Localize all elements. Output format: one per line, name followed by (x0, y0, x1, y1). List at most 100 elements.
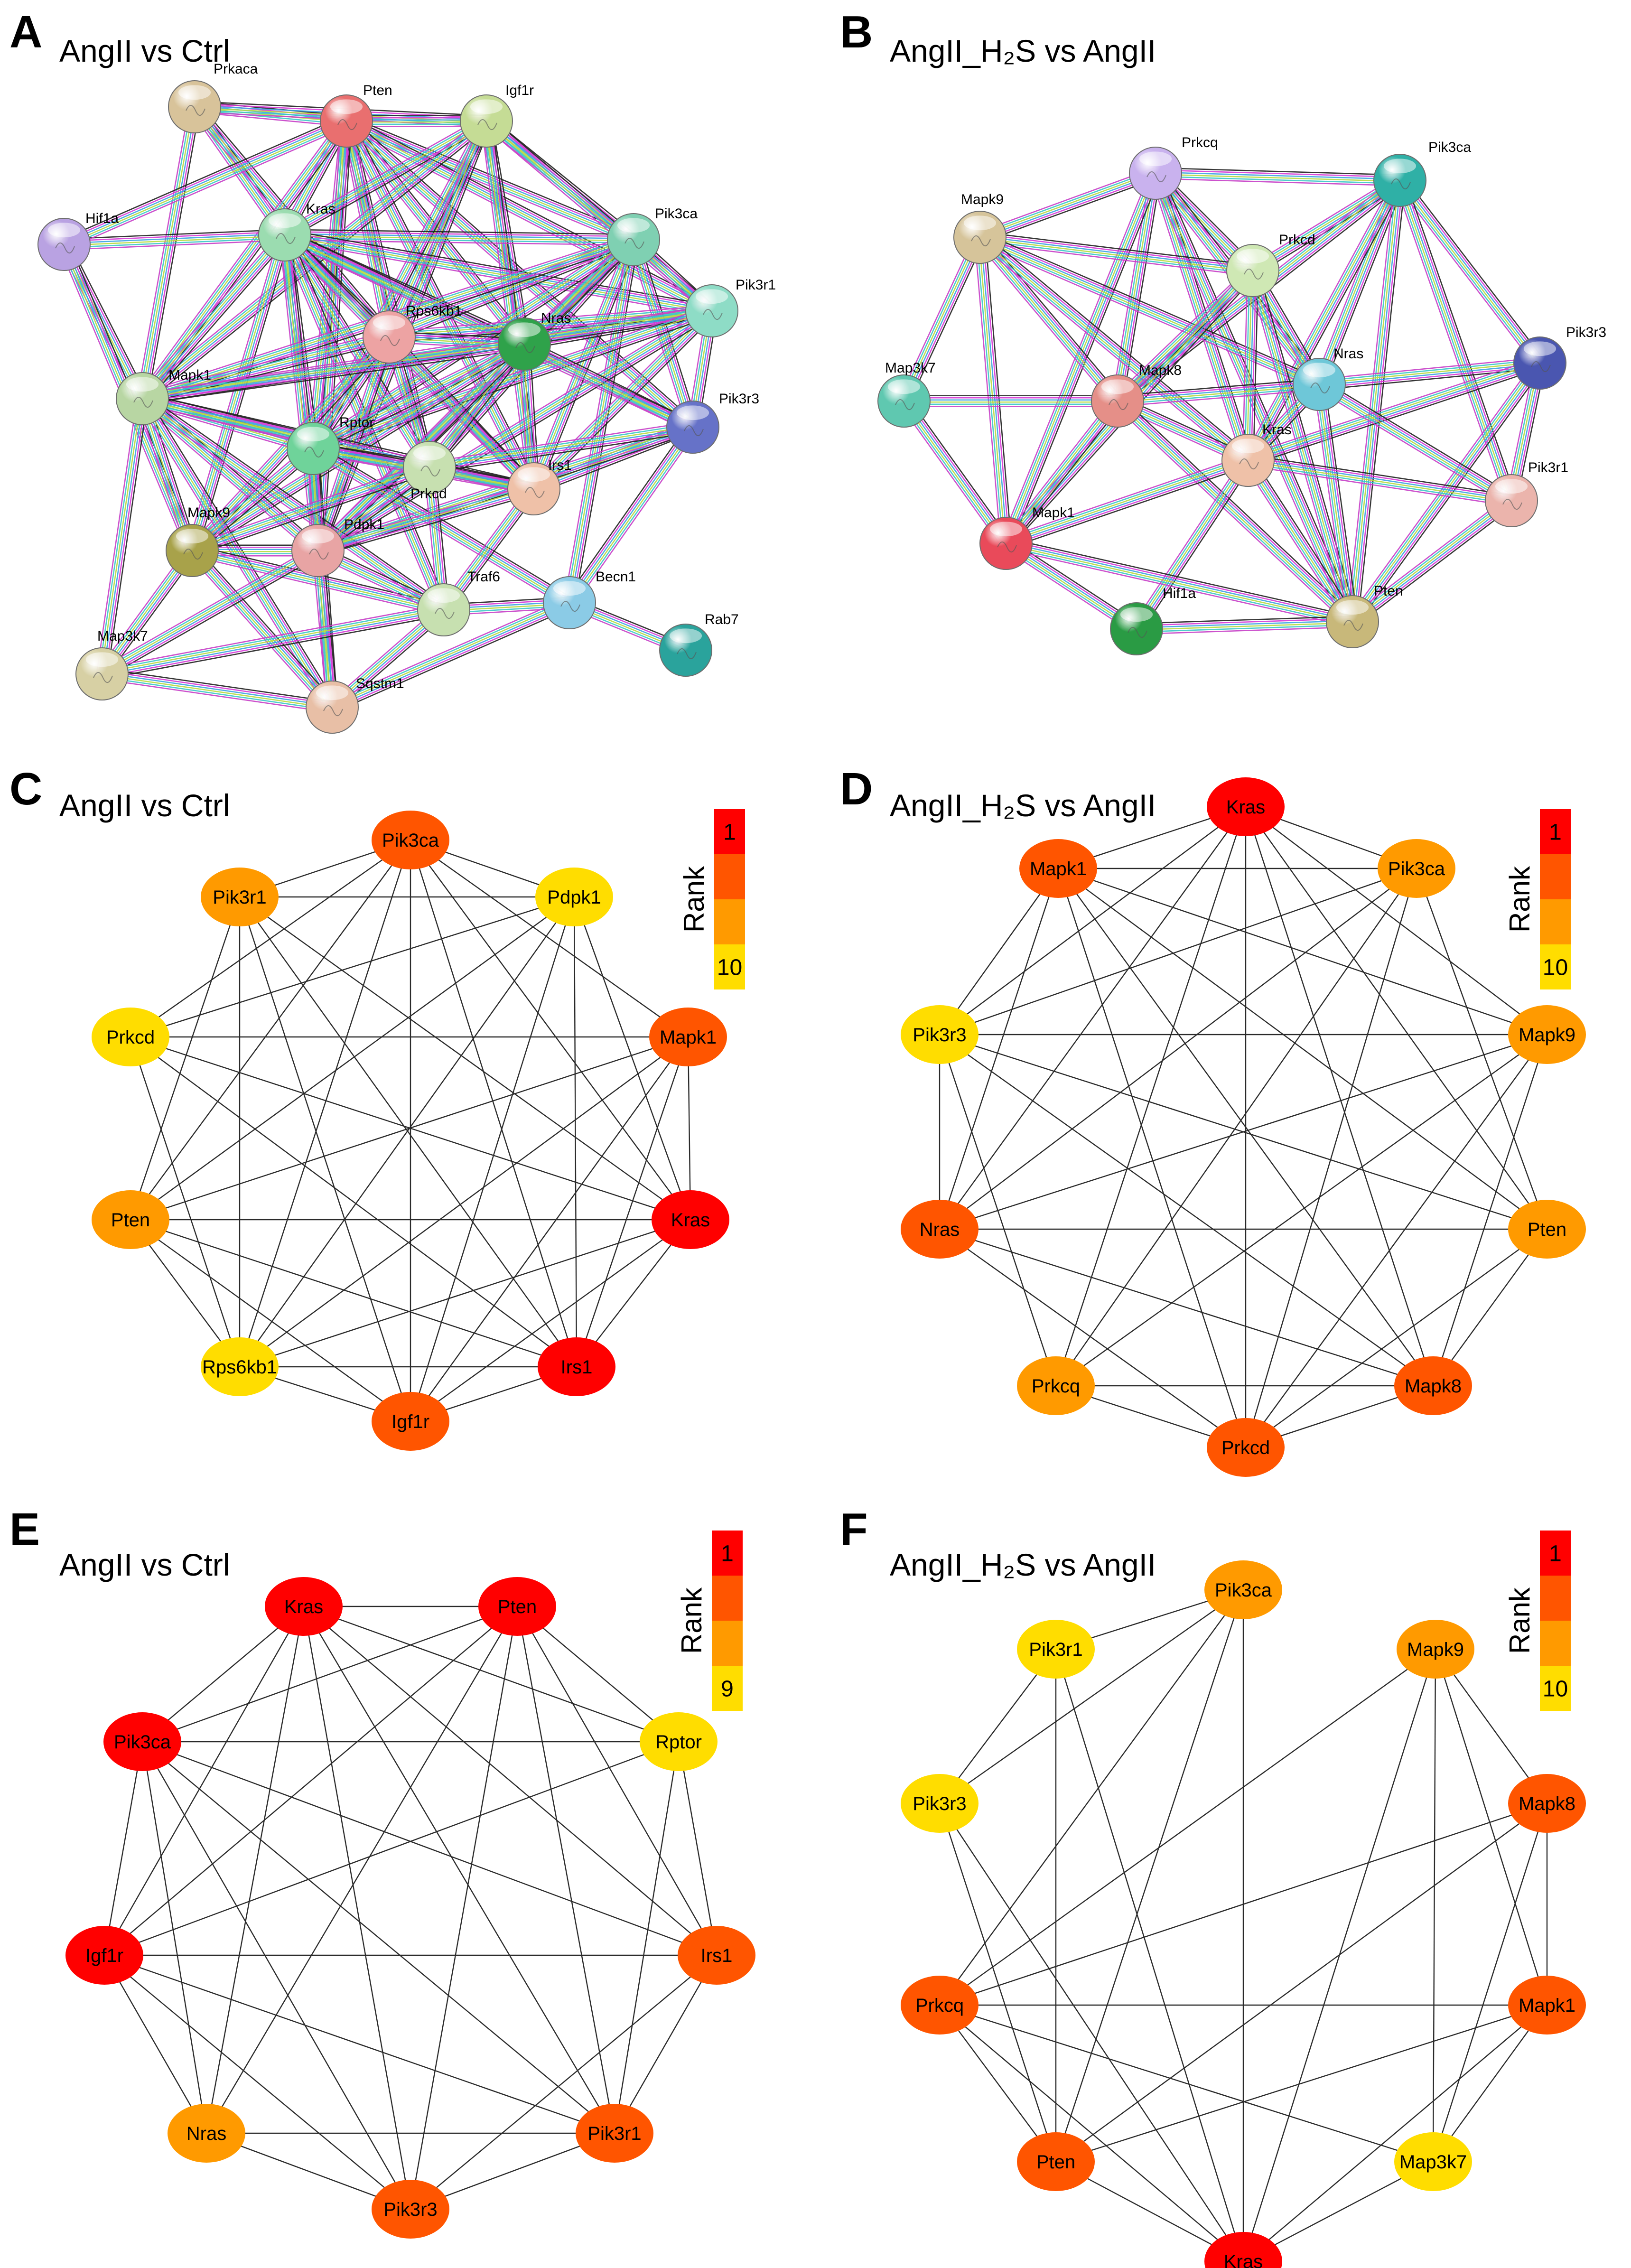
node-pik3ca[interactable]: Pik3ca (1204, 1560, 1282, 1619)
rank-swatch (714, 944, 745, 989)
node-map3k7[interactable]: Map3k7 (877, 360, 936, 428)
node-prkcd[interactable]: Prkcd (1207, 1418, 1285, 1477)
node-nras[interactable]: Nras (168, 2104, 245, 2163)
node-pik3r1[interactable]: Pik3r1 (576, 2104, 653, 2163)
node-rps6kb1[interactable]: Rps6kb1 (201, 1337, 279, 1396)
node-mapk9[interactable]: Mapk9 (953, 192, 1007, 264)
node-mapk9[interactable]: Mapk9 (1508, 1005, 1586, 1064)
node-label: Pik3r3 (383, 2199, 437, 2220)
node-pten[interactable]: Pten (320, 83, 392, 148)
node-kras[interactable]: Kras (1204, 2232, 1282, 2268)
node-mapk1[interactable]: Mapk1 (1508, 1976, 1586, 2035)
edge-pik3ca-prkcd (1245, 868, 1417, 1448)
node-pik3r1[interactable]: Pik3r1 (685, 277, 776, 337)
node-irs1[interactable]: Irs1 (507, 457, 572, 515)
node-pik3r3[interactable]: Pik3r3 (372, 2180, 449, 2239)
node-kras[interactable]: Kras (652, 1190, 729, 1249)
node-sqstm1[interactable]: Sqstm1 (306, 676, 404, 734)
node-mapk1[interactable]: Mapk1 (1019, 839, 1097, 898)
edge-pten-pik3r3 (410, 1606, 518, 2210)
rank-title: Rank (678, 866, 710, 933)
node-nras[interactable]: Nras (498, 310, 571, 371)
node-hif1a[interactable]: Hif1a (37, 211, 119, 271)
node-prkaca[interactable]: Prkaca (168, 61, 258, 133)
edge-pik3ca-pik3r1 (1394, 178, 1517, 503)
node-pten[interactable]: Pten (1508, 1200, 1586, 1259)
node-pik3ca[interactable]: Pik3ca (103, 1712, 181, 1771)
node-rab7[interactable]: Rab7 (659, 612, 739, 677)
node-rptor[interactable]: Rptor (640, 1712, 718, 1771)
rank-swatch (1540, 899, 1571, 944)
node-becn1[interactable]: Becn1 (543, 569, 636, 629)
edge-mapk8-pten (1113, 396, 1357, 626)
node-pdpk1[interactable]: Pdpk1 (291, 517, 384, 577)
node-nras[interactable]: Nras (1293, 346, 1363, 411)
node-rptor[interactable]: Rptor (287, 415, 374, 475)
node-mapk1[interactable]: Mapk1 (979, 505, 1075, 570)
rank-title: Rank (1504, 1587, 1536, 1654)
panel-title-b: AngII_H₂S vs AngII (890, 33, 1156, 68)
node-map3k7[interactable]: Map3k7 (75, 628, 148, 700)
node-pik3r3[interactable]: Pik3r3 (901, 1774, 979, 1833)
node-rps6kb1[interactable]: Rps6kb1 (363, 303, 462, 364)
node-pik3ca[interactable]: Pik3ca (372, 811, 449, 869)
edge-pik3r1-kras (1055, 1649, 1244, 2262)
node-mapk1[interactable]: Mapk1 (116, 367, 211, 425)
node-igf1r[interactable]: Igf1r (460, 83, 534, 148)
node-pik3r1[interactable]: Pik3r1 (201, 868, 279, 926)
node-kras[interactable]: Kras (265, 1577, 343, 1636)
node-mapk9[interactable]: Mapk9 (166, 505, 230, 577)
node-label: Pik3r1 (213, 887, 266, 908)
node-kras[interactable]: Kras (258, 201, 336, 261)
node-pik3r3[interactable]: Pik3r3 (901, 1005, 979, 1064)
edge-mapk9-nras (939, 1034, 1547, 1230)
node-pik3r3[interactable]: Pik3r3 (666, 391, 759, 454)
node-map3k7[interactable]: Map3k7 (1394, 2132, 1472, 2191)
node-pik3r1[interactable]: Pik3r1 (1017, 1620, 1095, 1679)
edge-pik3ca-igf1r (103, 1741, 143, 1956)
node-igf1r[interactable]: Igf1r (372, 1392, 449, 1451)
edge-map3k7-mapk8 (904, 395, 1118, 407)
edge-pik3ca-nras (939, 868, 1417, 1230)
node-pten[interactable]: Pten (1017, 2132, 1095, 2191)
node-pdpk1[interactable]: Pdpk1 (535, 868, 613, 926)
node-mapk8[interactable]: Mapk8 (1091, 363, 1182, 428)
node-prkcq[interactable]: Prkcq (901, 1976, 979, 2035)
node-label: Mapk1 (1519, 1995, 1575, 2016)
node-nras[interactable]: Nras (901, 1200, 979, 1259)
edge-pik3ca-prkcq (939, 1589, 1244, 2006)
node-kras[interactable]: Kras (1207, 777, 1285, 836)
node-pik3ca[interactable]: Pik3ca (1373, 140, 1471, 207)
node-hif1a[interactable]: Hif1a (1110, 586, 1196, 655)
node-pik3ca[interactable]: Pik3ca (607, 206, 698, 266)
edge-hif1a-pten (61, 115, 349, 250)
node-prkcq[interactable]: Prkcq (1017, 1356, 1095, 1415)
node-label: Pik3ca (114, 1732, 171, 1753)
node-irs1[interactable]: Irs1 (678, 1926, 755, 1985)
edge-prkcq-kras (939, 2005, 1244, 2262)
node-pik3r1[interactable]: Pik3r1 (1485, 460, 1568, 527)
node-prkcq[interactable]: Prkcq (1129, 135, 1218, 200)
node-mapk8[interactable]: Mapk8 (1394, 1356, 1472, 1415)
node-irs1[interactable]: Irs1 (538, 1337, 615, 1396)
edge-igf1r-pik3r3 (104, 1955, 411, 2210)
node-pten[interactable]: Pten (478, 1577, 556, 1636)
node-mapk8[interactable]: Mapk8 (1508, 1774, 1586, 1833)
node-mapk9[interactable]: Mapk9 (1397, 1620, 1474, 1679)
node-label: Rptor (655, 1732, 702, 1753)
node-mapk1[interactable]: Mapk1 (649, 1008, 727, 1066)
node-igf1r[interactable]: Igf1r (65, 1926, 143, 1985)
node-pik3ca[interactable]: Pik3ca (1378, 839, 1455, 898)
node-label: Mapk8 (1405, 1376, 1462, 1397)
node-kras[interactable]: Kras (1221, 422, 1292, 487)
edge-pik3r1-kras (239, 896, 691, 1220)
node-pik3r3[interactable]: Pik3r3 (1513, 325, 1606, 390)
node-traf6[interactable]: Traf6 (417, 569, 500, 636)
node-pten[interactable]: Pten (1326, 583, 1403, 648)
node-prkcd[interactable]: Prkcd (92, 1008, 169, 1066)
node-label: Pik3r1 (587, 2123, 641, 2144)
node-prkcd[interactable]: Prkcd (1226, 232, 1315, 297)
node-pten[interactable]: Pten (92, 1190, 169, 1249)
node-prkcd[interactable]: Prkcd (403, 441, 456, 502)
